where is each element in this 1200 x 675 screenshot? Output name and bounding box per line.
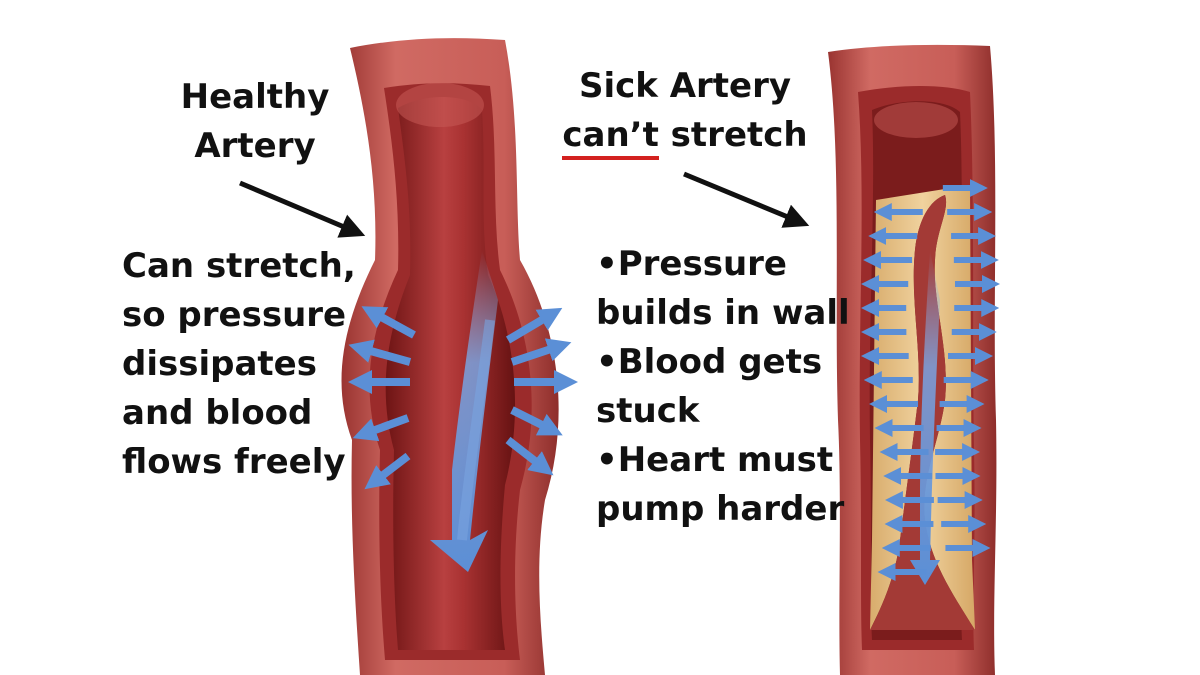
pressure-arrow-icon [352,414,410,442]
sick-pressure-arrows [861,179,1000,581]
healthy-caption-line: Can stretch, [122,246,356,286]
healthy-title-line: Healthy [180,77,330,117]
healthy-caption-line: dissipates [122,344,317,384]
cant-emphasis: can’t [562,115,659,160]
sick-bullet-line: pump harder [596,489,845,529]
sick-bullets: •Pressure builds in wall •Blood gets stu… [596,240,850,534]
sick-title: Sick Artery can’t stretch [550,62,820,160]
sick-artery-illustration [828,44,997,675]
healthy-title: Healthy Artery [160,73,350,171]
healthy-caption-line: and blood [122,393,313,433]
pressure-arrow-icon [361,306,416,339]
pressure-arrow-icon [505,436,554,476]
healthy-title-line: Artery [194,126,316,166]
pressure-arrow-icon [510,338,572,366]
sick-bullet-line: stuck [596,391,700,431]
pressure-arrow-icon [510,406,563,436]
sick-title-line2: can’t stretch [550,111,820,160]
sick-bullet-line: builds in wall [596,293,850,333]
sick-bullet-line: •Heart must [596,440,834,480]
pressure-arrow-icon [364,452,411,490]
pointer-arrow-icon [239,180,366,238]
pointer-arrow-icon [683,171,810,228]
sick-bullet-line: •Pressure [596,244,787,284]
healthy-caption-line: flows freely [122,442,346,482]
sick-title-line: Sick Artery [578,66,792,106]
healthy-artery-illustration [341,38,559,675]
sick-title-rest: stretch [658,115,808,155]
pressure-arrow-icon [505,307,563,344]
sick-bullet-line: •Blood gets [596,342,823,382]
healthy-caption-line: so pressure [122,295,347,335]
healthy-caption: Can stretch, so pressure dissipates and … [122,242,356,487]
healthy-pressure-arrows [348,306,578,490]
pressure-arrow-icon [348,339,412,366]
